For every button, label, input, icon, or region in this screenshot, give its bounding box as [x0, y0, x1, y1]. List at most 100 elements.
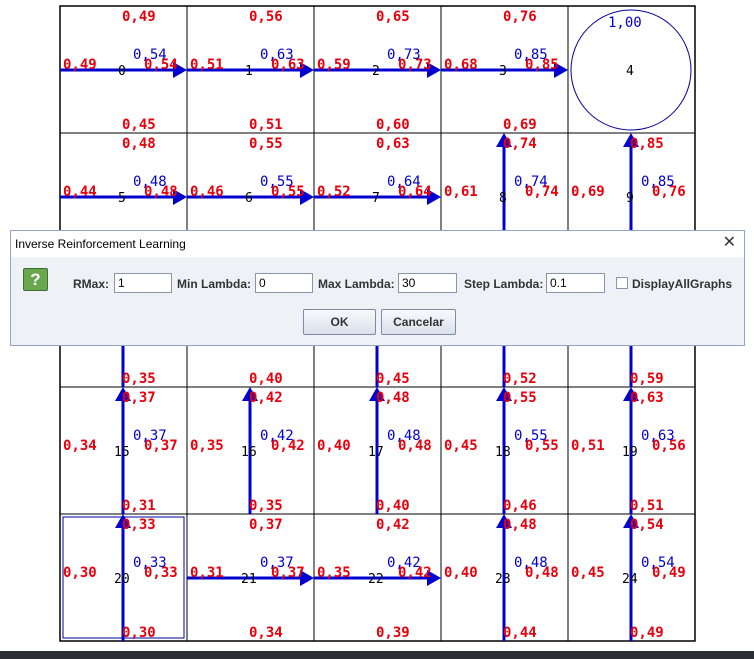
arrowhead-right [173, 62, 187, 78]
q-value-down: 0,51 [630, 498, 664, 514]
q-value-up: 0,48 [376, 390, 410, 406]
state-index: 8 [499, 191, 507, 206]
state-index: 3 [499, 64, 507, 79]
q-value-right: 0,76 [652, 184, 686, 200]
q-value-left: 0,61 [444, 184, 478, 200]
q-value-down: 0,45 [122, 117, 156, 133]
close-icon[interactable]: ✕ [722, 234, 736, 251]
q-value-up: 0,42 [376, 517, 410, 533]
q-value-up: 0,55 [249, 136, 283, 152]
q-value-left: 0,69 [571, 184, 605, 200]
arrowhead-up [623, 387, 639, 401]
arrowhead-up [115, 514, 131, 528]
q-value-right: 0,42 [271, 438, 305, 454]
state-value: 0,63 [641, 428, 675, 444]
q-value-up: 0,49 [122, 9, 156, 25]
help-icon[interactable]: ? [23, 268, 48, 291]
q-value-down: 0,60 [376, 117, 410, 133]
q-value-left: 0,45 [444, 438, 478, 454]
arrowhead-up [369, 387, 385, 401]
q-value-down: 0,34 [249, 625, 283, 641]
arrowhead-right [300, 570, 314, 586]
q-value-right: 0,42 [398, 565, 432, 581]
max-lambda-label: Max Lambda: [318, 277, 395, 291]
state-value: 0,54 [641, 555, 675, 571]
step-lambda-input[interactable] [546, 273, 605, 293]
state-value: 1,00 [608, 15, 642, 31]
q-value-right: 0,73 [398, 57, 432, 73]
q-value-left: 0,46 [190, 184, 224, 200]
q-value-up: 0,54 [630, 517, 664, 533]
q-value-left: 0,35 [317, 565, 351, 581]
q-value-left: 0,30 [63, 565, 97, 581]
state-index: 18 [495, 445, 511, 460]
cancel-button[interactable]: Cancelar [381, 309, 456, 335]
display-all-graphs-label[interactable]: DisplayAllGraphs [632, 277, 733, 291]
arrowhead-right [427, 189, 441, 205]
ok-button[interactable]: OK [303, 309, 376, 335]
state-index: 24 [622, 572, 638, 587]
q-value-right: 0,63 [271, 57, 305, 73]
q-value-right: 0,85 [525, 57, 559, 73]
q-value-left: 0,68 [444, 57, 478, 73]
display-all-graphs-checkbox[interactable] [616, 277, 628, 289]
q-value-right: 0,55 [271, 184, 305, 200]
q-value-down: 0,35 [249, 498, 283, 514]
q-value-left: 0,45 [571, 565, 605, 581]
state-index: 2 [372, 64, 380, 79]
q-value-left: 0,31 [190, 565, 224, 581]
max-lambda-input[interactable] [398, 273, 457, 293]
taskbar [0, 651, 754, 659]
q-value-up: 0,37 [122, 390, 156, 406]
q-value-right: 0,37 [271, 565, 305, 581]
state-value: 0,73 [387, 47, 421, 63]
state-value: 0,37 [133, 428, 167, 444]
min-lambda-input[interactable] [255, 273, 313, 293]
arrowhead-up [242, 387, 258, 401]
q-value-left: 0,40 [444, 565, 478, 581]
q-value-down: 0,45 [376, 371, 410, 387]
q-value-up: 0,55 [503, 390, 537, 406]
q-value-up: 0,65 [376, 9, 410, 25]
q-value-right: 0,48 [398, 438, 432, 454]
q-value-up: 0,63 [376, 136, 410, 152]
arrowhead-up [623, 133, 639, 147]
q-value-down: 0,49 [630, 625, 664, 641]
q-value-left: 0,51 [190, 57, 224, 73]
state-index: 19 [622, 445, 638, 460]
q-value-right: 0,48 [525, 565, 559, 581]
rmax-input[interactable] [114, 273, 172, 293]
q-value-up: 0,85 [630, 136, 664, 152]
state-index: 5 [118, 191, 126, 206]
state-index: 20 [114, 572, 130, 587]
q-value-up: 0,76 [503, 9, 537, 25]
q-value-down: 0,40 [249, 371, 283, 387]
state-value: 0,33 [133, 555, 167, 571]
goal-circle [570, 9, 692, 131]
q-value-right: 0,49 [652, 565, 686, 581]
arrowhead-right [300, 62, 314, 78]
state-index: 9 [626, 191, 634, 206]
q-value-down: 0,30 [122, 625, 156, 641]
q-value-left: 0,35 [190, 438, 224, 454]
